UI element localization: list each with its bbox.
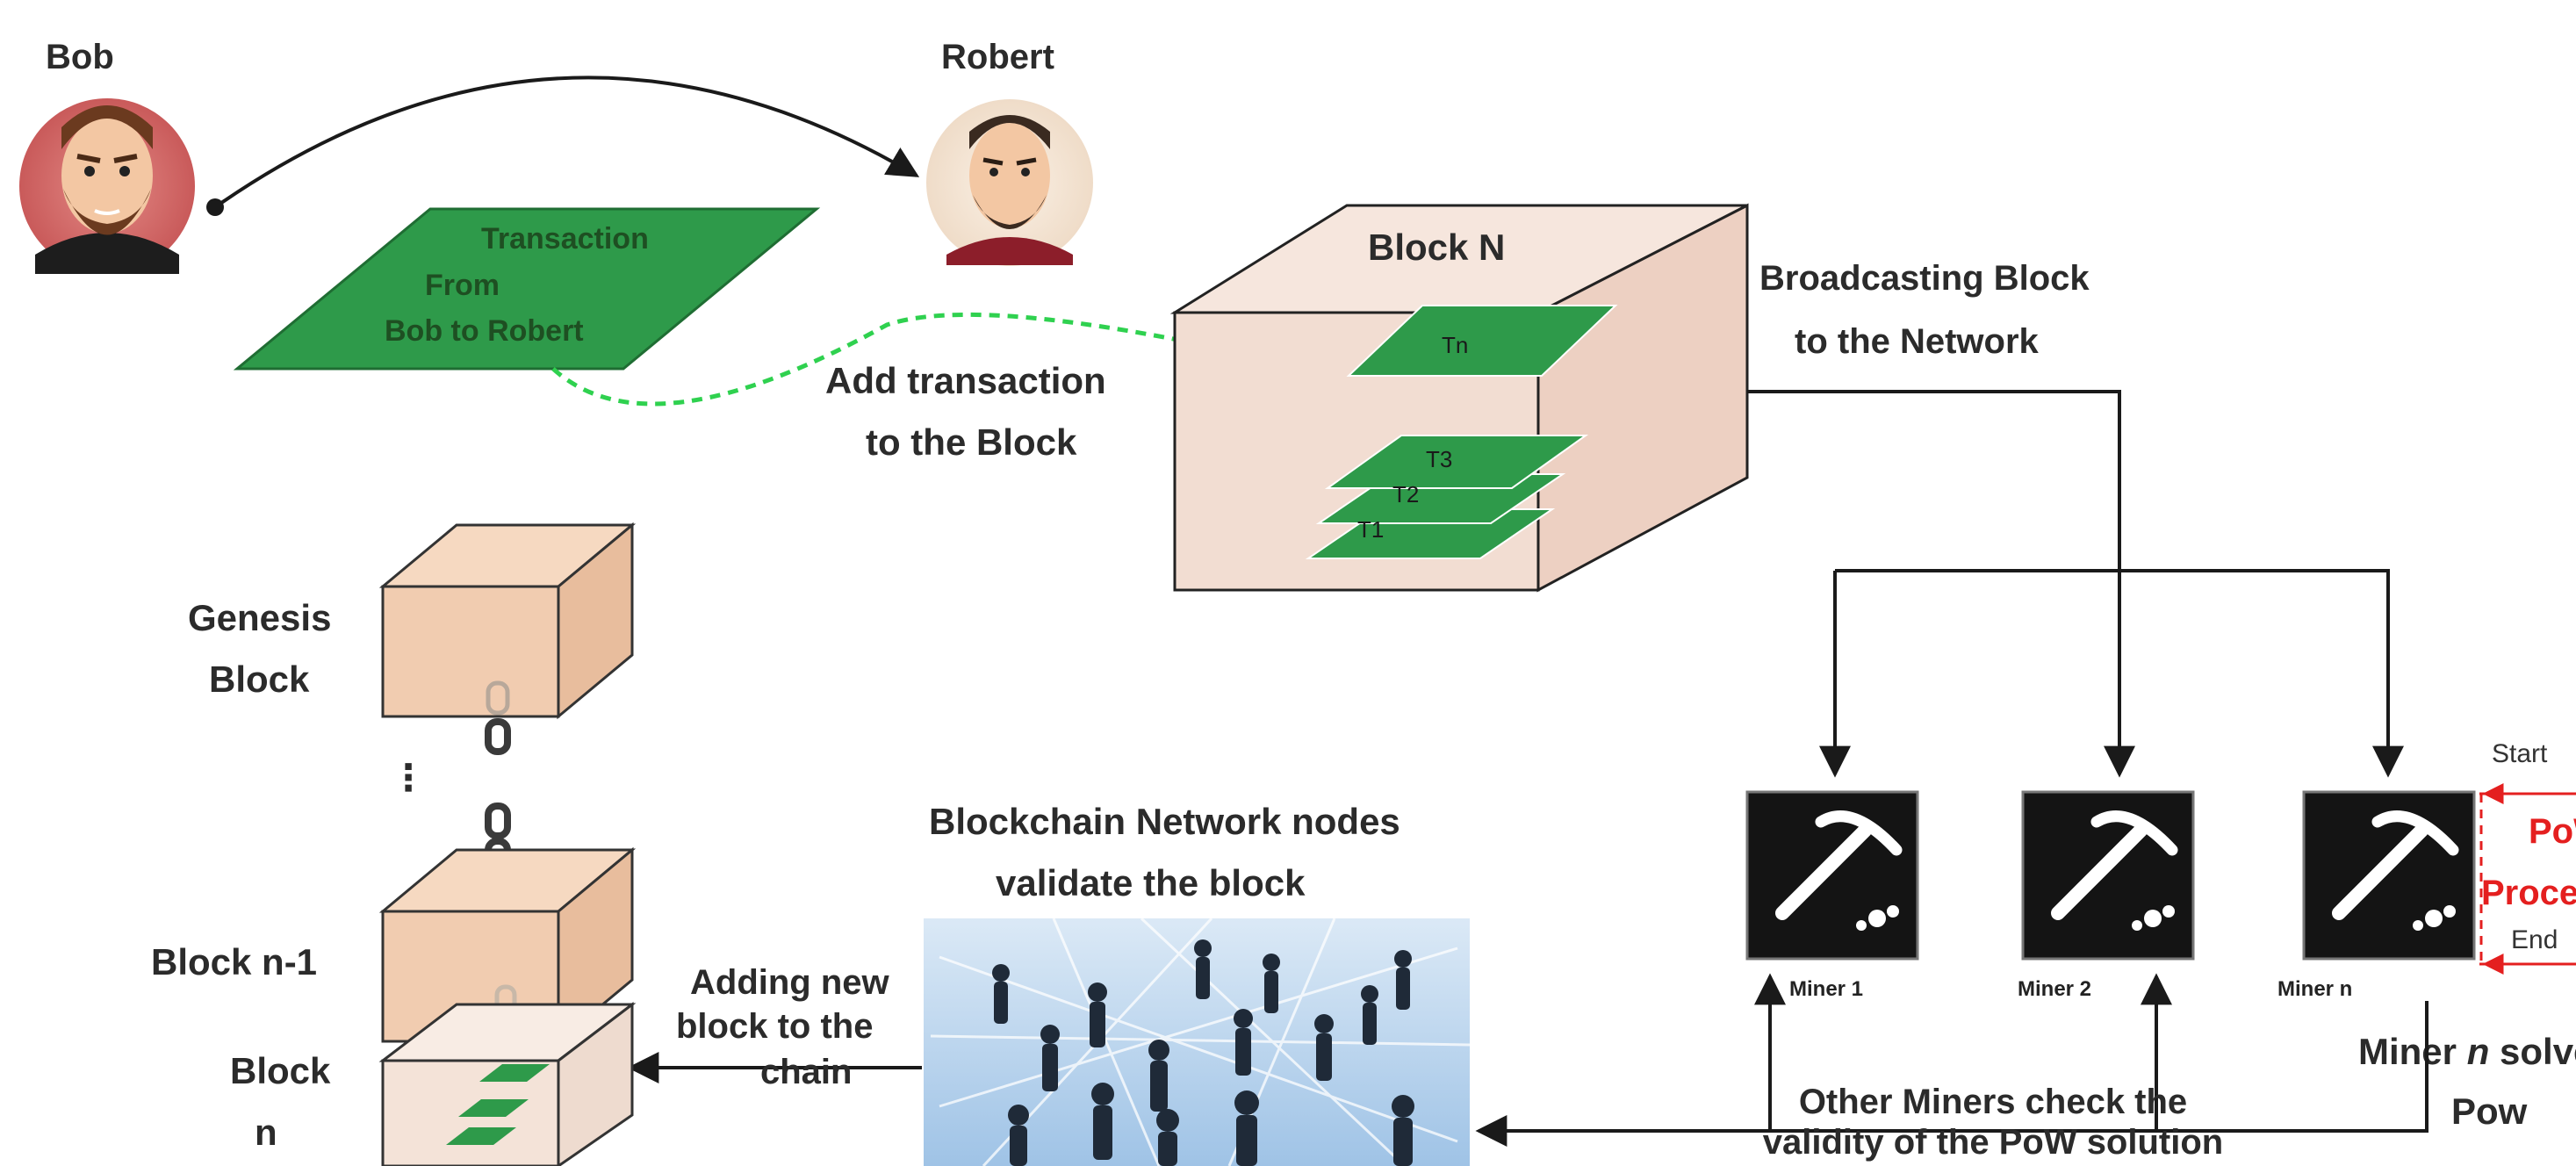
broadcast-line-1: Broadcasting Block [1759, 259, 2090, 298]
pickaxe-icon [2332, 810, 2459, 931]
network-line-1: Blockchain Network nodes [929, 801, 1400, 842]
pickaxe-icon [2051, 810, 2178, 931]
new-block-n-cube [378, 1001, 637, 1166]
transaction-sheet [233, 207, 821, 371]
tx-t2-label: T2 [1392, 481, 1419, 507]
block-n-title: Block N [1368, 227, 1505, 268]
pow-markers [2479, 783, 2576, 975]
miner-1: Miner 1 [1745, 790, 1919, 1001]
miner-n-label: Miner n [2277, 977, 2352, 1001]
transaction-line-3: Bob to Robert [385, 314, 584, 348]
block-n-minus-1-label: Block n-1 [151, 941, 317, 982]
check-caption: Other Miners check the validity of the P… [1659, 1082, 2327, 1162]
miner-1-label: Miner 1 [1789, 977, 1863, 1001]
transaction-line-1: Transaction [481, 222, 649, 256]
pow-start-label: Start [2492, 739, 2548, 768]
pow-processing-line-1: PoW [2529, 812, 2576, 851]
miner-solves-line-1: Miner n solves [2358, 1031, 2576, 1072]
add-transaction-line-1: Add transaction [825, 360, 1106, 401]
tx-t3-label: T3 [1426, 446, 1452, 472]
chain-link-icon [485, 680, 511, 874]
check-caption-line-2: validity of the PoW solution [1762, 1123, 2224, 1162]
miner-2: Miner 2 [2018, 790, 2195, 1001]
tx-t1-label: T1 [1357, 516, 1384, 543]
network-line-2: validate the block [996, 862, 1306, 903]
tx-tn-label: Tn [1442, 332, 1468, 358]
genesis-line-2: Block [209, 659, 310, 700]
broadcast-connectors [1747, 390, 2404, 778]
validity-connectors [1475, 973, 2428, 1147]
pow-end-label: End [2511, 925, 2558, 954]
new-block-line-1: Block [230, 1050, 331, 1091]
block-n-transactions [1305, 305, 1618, 559]
bob-avatar [19, 98, 195, 274]
pow-processing-line-2: Processing [2481, 874, 2576, 912]
miner-solves-line-2: Pow [2451, 1090, 2528, 1132]
robert-label: Robert [941, 38, 1054, 76]
genesis-block-cube [378, 522, 637, 720]
transaction-line-2: From [425, 269, 500, 302]
arrow-start-dot [206, 198, 224, 216]
network-nodes-image [924, 917, 1471, 1166]
robert-avatar [926, 99, 1093, 266]
check-caption-line-1: Other Miners check the [1798, 1083, 2188, 1121]
add-transaction-line-2: to the Block [866, 421, 1077, 463]
new-block-line-2: n [255, 1112, 277, 1153]
broadcast-line-2: to the Network [1795, 322, 2040, 361]
bob-label: Bob [46, 38, 114, 76]
genesis-line-1: Genesis [188, 597, 331, 638]
bob-to-robert-arrow [213, 76, 920, 209]
pickaxe-icon [1775, 810, 1903, 931]
miner-2-label: Miner 2 [2018, 977, 2091, 1001]
add-transaction-arrow [551, 312, 1342, 407]
miner-n: Miner n [2277, 790, 2476, 1001]
chain-ellipsis: ⋮ [390, 757, 427, 798]
adding-line-1: Adding new [690, 963, 890, 1002]
adding-line-3: chain [760, 1053, 852, 1091]
adding-line-2: block to the [676, 1007, 873, 1046]
